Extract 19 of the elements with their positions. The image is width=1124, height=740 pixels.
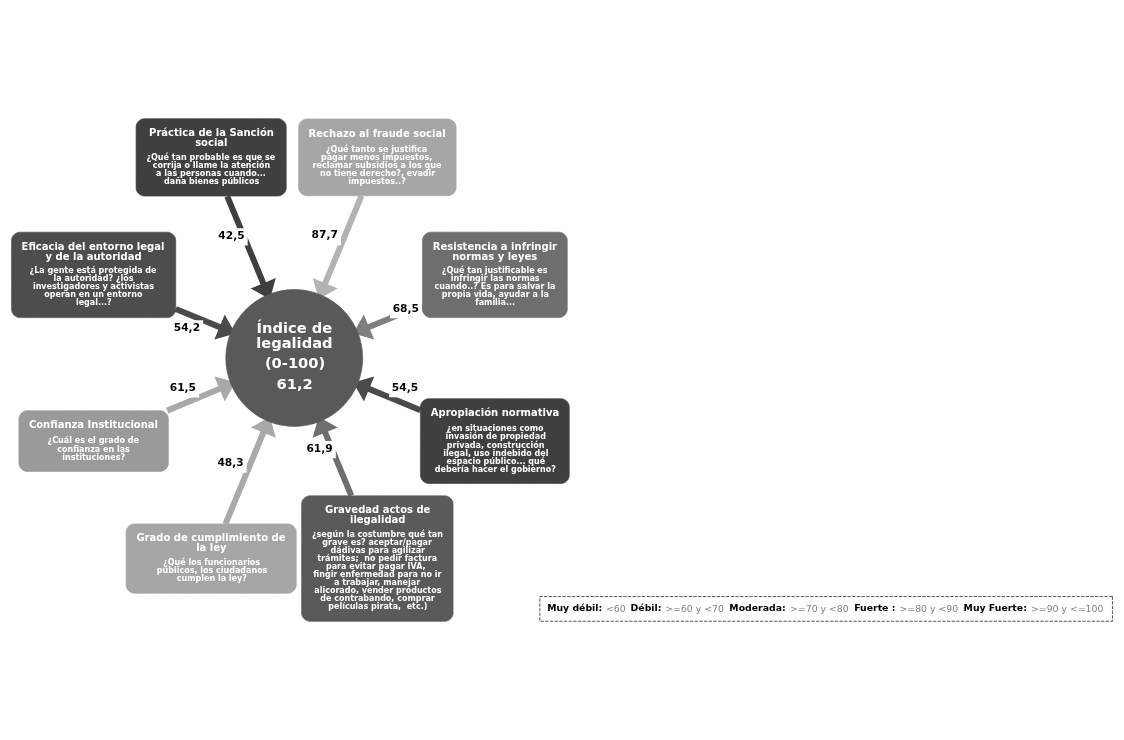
label: Muy débil: xyxy=(547,602,603,614)
label: Fuerte : xyxy=(854,602,896,614)
label: >=70 y <80 xyxy=(790,602,849,614)
edge-label: 48,3 xyxy=(217,455,244,469)
label: >=90 y <=100 xyxy=(1031,602,1104,614)
edge-label: 54,5 xyxy=(391,380,419,394)
edge-label: 61,5 xyxy=(169,380,197,394)
edge-label: 68,5 xyxy=(392,301,419,315)
label: Muy Fuerte: xyxy=(963,602,1027,614)
label: Moderada: xyxy=(729,602,786,614)
edge-label: 87,7 xyxy=(311,228,338,242)
label: <60 xyxy=(605,602,626,614)
edge-label: 54,2 xyxy=(173,320,201,334)
label: >=60 y <70 xyxy=(665,602,724,614)
edge-label: 61,9 xyxy=(306,441,333,455)
node-circle: Índice de legalidad (0-100) 61,2 xyxy=(225,289,364,427)
edge-label: 42,5 xyxy=(218,228,245,242)
label: >=80 y <90 xyxy=(899,602,959,614)
label: Débil: xyxy=(630,602,662,614)
